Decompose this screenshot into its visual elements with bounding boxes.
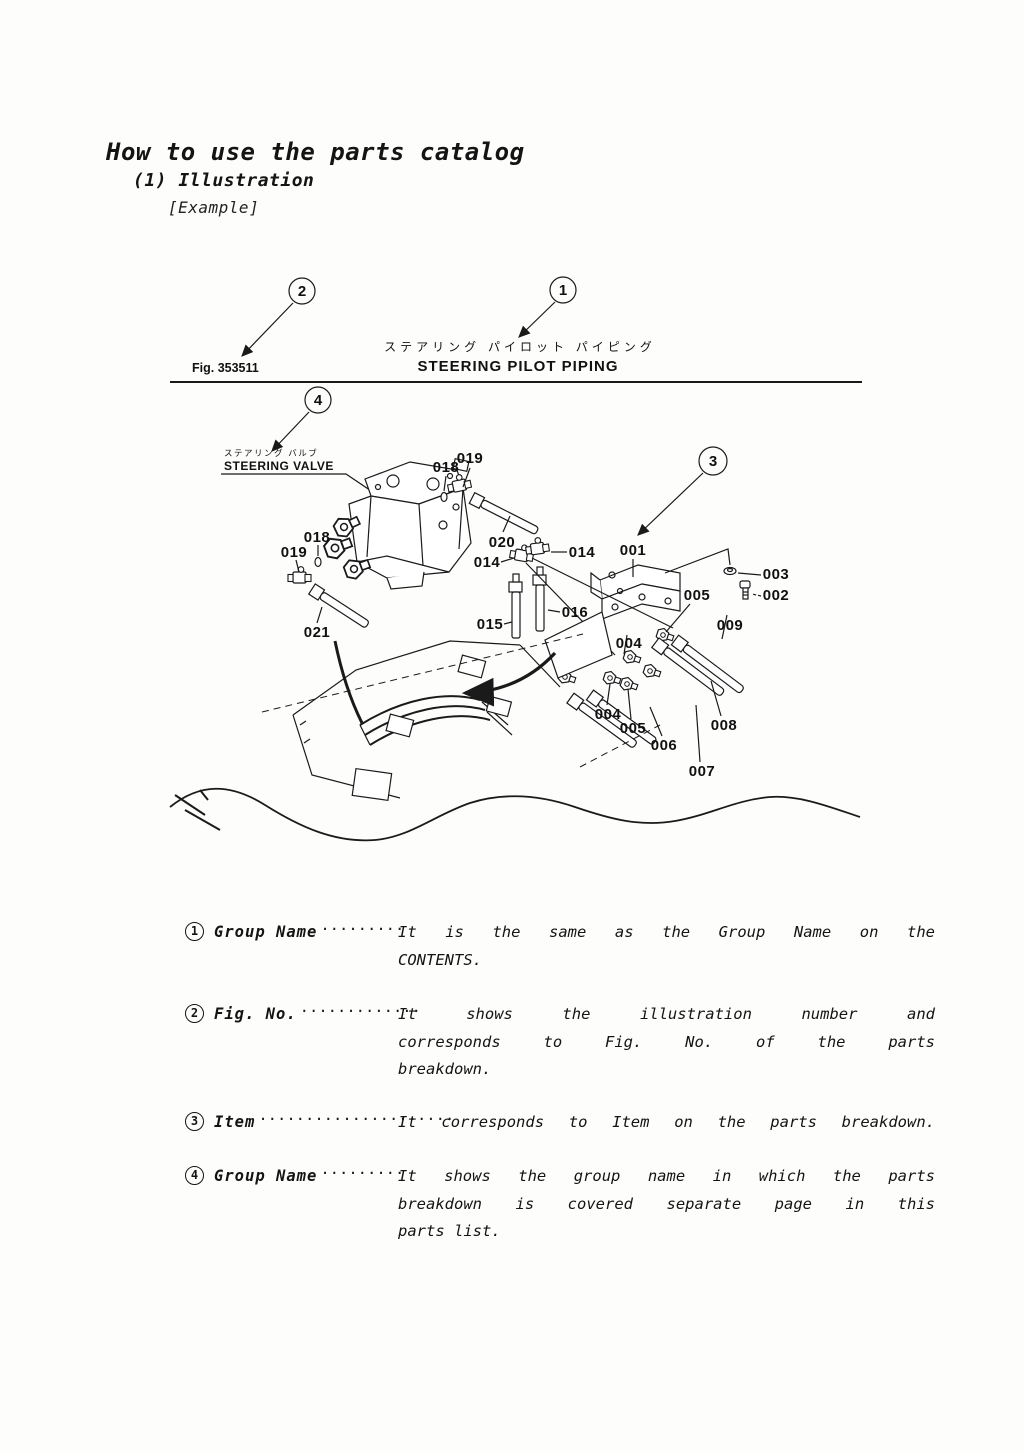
note-description: It corresponds to Item on the parts brea… (398, 1109, 935, 1137)
valve-label-japanese: ステアリング バルブ (224, 448, 318, 459)
circled-number-3: 3 (185, 1112, 204, 1131)
callout-arrow-2 (241, 302, 294, 357)
note-line: It is the same as the Group Name on the (398, 923, 935, 941)
o-ring-018-left (314, 556, 322, 568)
page-title: How to use the parts catalog (106, 138, 525, 166)
part-label-002: 002 (763, 587, 790, 604)
callout-circle-4 (304, 386, 332, 414)
dot-leader: ····················· (258, 1110, 455, 1128)
dot-leader: ········· (320, 1164, 405, 1182)
valve-callout: 4 ステアリング バルブ STEERING VALVE (221, 386, 390, 504)
part-label-008: 008 (711, 717, 738, 734)
note-item: 3 Item····················· It correspond… (185, 1109, 947, 1137)
part-label-019-left: 019 (281, 544, 308, 561)
assembly-line (531, 557, 674, 629)
bolt-002 (739, 580, 751, 600)
tube-021 (307, 583, 369, 628)
part-label-018-left: 018 (304, 529, 331, 546)
circled-number-4: 4 (185, 1166, 204, 1185)
steering-valve-drawing (321, 457, 472, 590)
valve-label-english: STEERING VALVE (224, 459, 334, 473)
part-label-015: 015 (477, 616, 504, 633)
tube-pair-006-007 (566, 689, 657, 748)
part-label-016: 016 (562, 604, 589, 621)
note-line: breakdown. (398, 1060, 492, 1078)
part-label-005-upper: 005 (684, 587, 711, 604)
part-label-009: 009 (717, 617, 744, 634)
note-description: It shows the group name in which the par… (398, 1163, 935, 1246)
hose-016 (532, 566, 547, 632)
dot-leader: ········· (320, 920, 405, 938)
circled-number-1: 1 (185, 922, 204, 941)
washer-003 (723, 566, 737, 576)
callout-arrow-4 (271, 411, 310, 452)
figure-number: Fig. 353511 (192, 361, 259, 375)
install-arrow (461, 651, 557, 707)
callout-2: 2 (298, 283, 306, 300)
part-label-014-right: 014 (569, 544, 596, 561)
dot-leader: ············· (299, 1002, 421, 1020)
callout-circle-3 (698, 446, 728, 476)
machine-drawing (174, 633, 661, 831)
note-fig-no: 2 Fig. No.············· It shows the illu… (185, 1001, 947, 1078)
callout-4: 4 (314, 392, 323, 409)
note-label: Group Name (214, 1167, 318, 1185)
part-label-001: 001 (620, 542, 647, 559)
part-label-018-top: 018 (433, 459, 460, 476)
note-line: CONTENTS. (398, 950, 482, 969)
part-label-004-upper: 004 (616, 635, 643, 652)
group-title-english: STEERING PILOT PIPING (417, 358, 618, 375)
note-label: Item (214, 1113, 256, 1131)
callout-circle-1 (549, 276, 577, 304)
example-label: [Example] (168, 198, 260, 217)
note-description: It is the same as the Group Name on the … (398, 919, 935, 974)
parts-diagram: 2 1 ステアリング パイロット パイピング STEERING PILOT PI… (169, 276, 862, 842)
bracket-001 (590, 548, 751, 620)
callout-1: 1 (559, 282, 567, 299)
note-label: Fig. No. (214, 1005, 297, 1023)
callout-arrow-3 (637, 472, 704, 536)
part-label-021: 021 (304, 624, 331, 641)
group-title-japanese: ステアリング パイロット パイピング (384, 340, 656, 354)
callout-3: 3 (709, 453, 717, 470)
section-heading: (1) Illustration (133, 170, 315, 191)
note-group-name-4: 4 Group Name········· It shows the group … (185, 1163, 947, 1240)
part-label-006: 006 (651, 737, 678, 754)
part-label-005-lower: 005 (620, 720, 647, 737)
tube-pair-009-008 (650, 634, 744, 696)
note-line: breakdown is covered separate page in th… (398, 1194, 935, 1213)
o-ring-018-top (440, 491, 448, 503)
part-labels: 019 018 020 014 014 001 003 002 005 009 … (281, 450, 790, 780)
mount-plate (544, 611, 613, 679)
note-line: It shows the illustration number and (398, 1005, 935, 1023)
hose-015 (508, 573, 523, 639)
part-label-014-left: 014 (474, 554, 501, 571)
note-line: corresponds to Fig. No. of the parts (398, 1032, 935, 1051)
part-label-019-top: 019 (457, 450, 484, 467)
callout-circle-2 (288, 277, 316, 305)
part-label-007: 007 (689, 763, 716, 780)
figure-header: 2 1 ステアリング パイロット パイピング STEERING PILOT PI… (170, 276, 862, 383)
wavy-break-line (169, 787, 861, 842)
note-line: It shows the group name in which the par… (398, 1167, 935, 1185)
note-label: Group Name (214, 923, 318, 941)
part-label-020: 020 (489, 534, 516, 551)
part-label-004-lower: 004 (595, 706, 622, 723)
note-line: parts list. (398, 1222, 501, 1240)
part-label-003: 003 (763, 566, 790, 583)
part-leaders (295, 467, 762, 763)
note-line: It corresponds to Item on the parts brea… (398, 1113, 935, 1131)
callout-arrow-1 (518, 301, 556, 338)
note-group-name-1: 1 Group Name········· It is the same as t… (185, 919, 947, 969)
note-description: It shows the illustration number and cor… (398, 1001, 935, 1084)
circled-number-2: 2 (185, 1004, 204, 1023)
